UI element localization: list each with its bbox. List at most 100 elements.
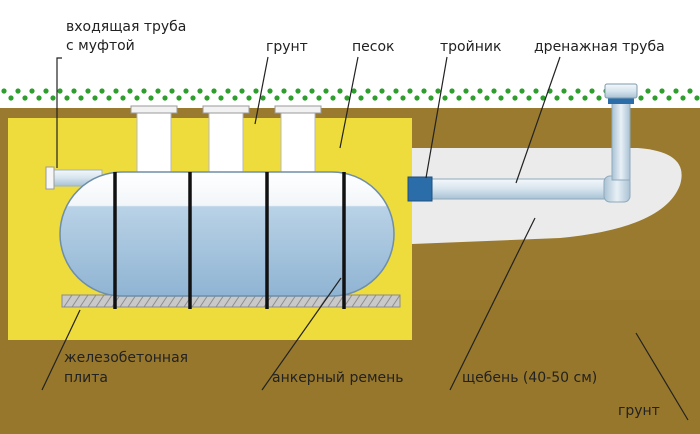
grass-dot [225,88,231,94]
grass-dot [442,95,448,101]
grass-dot [274,95,280,101]
slab-hatch-line [231,294,241,308]
grass-dot [197,88,203,94]
slab-hatch-line [175,294,185,308]
grass-dot [120,95,126,101]
grass-dot [211,88,217,94]
grass-dot [379,88,385,94]
slab-hatch-line [95,294,105,308]
label-gravel: щебень (40-50 см) [462,370,598,386]
grass-dot [71,88,77,94]
slab-hatch-line [87,294,97,308]
grass-dot [533,88,539,94]
grass-dot [421,88,427,94]
slab-hatch-line [375,294,385,308]
grass-dot [351,88,357,94]
label-concrete-slab-line2: плита [64,370,108,386]
grass-dot [309,88,315,94]
slab-hatch-line [191,294,201,308]
slab-hatch-line [143,294,153,308]
slab-hatch-line [367,294,377,308]
grass-dot [281,88,287,94]
grass-dot [554,95,560,101]
grass-dot [638,95,644,101]
grass-dot [204,95,210,101]
label-drain-pipe: дренажная труба [534,39,665,55]
slab-hatch-line [279,294,289,308]
grass-dot [99,88,105,94]
grass-dot [568,95,574,101]
grass-dot [323,88,329,94]
label-sand: песок [352,39,395,55]
leader-lines [41,56,689,421]
slab-hatch-line [127,294,137,308]
grass-dot [246,95,252,101]
grass-dot [64,95,70,101]
slab-hatch-line [71,294,81,308]
grass-dots [1,88,700,101]
grass-dot [526,95,532,101]
label-anchor-strap: анкерный ремень [272,370,404,386]
label-soil-top: грунт [266,39,308,55]
grass-dot [295,88,301,94]
tee-fitting [407,176,433,202]
grass-dot [561,88,567,94]
grass-dot [92,95,98,101]
grass-dot [358,95,364,101]
grass-dot [666,95,672,101]
riser-2 [202,105,250,175]
grass-dot [50,95,56,101]
grass-dot [316,95,322,101]
slab-hatch-line [359,294,369,308]
slab-hatch-line [311,294,321,308]
anchor-straps [113,172,346,309]
grass-dot [477,88,483,94]
drain-pipe [429,178,615,200]
slab-hatch-line [303,294,313,308]
grass-dot [428,95,434,101]
slab-hatch-line [239,294,249,308]
grass-dot [505,88,511,94]
grass-dot [267,88,273,94]
grass-dot [22,95,28,101]
label-tee: тройник [440,39,502,55]
slab-hatch-line [79,294,89,308]
grass-dot [239,88,245,94]
grass-dot [36,95,42,101]
grass-dot [673,88,679,94]
grass-dot [470,95,476,101]
grass-dot [589,88,595,94]
grass-dot [365,88,371,94]
slab-hatch-line [215,294,225,308]
grass-dot [190,95,196,101]
vent-cap [604,83,638,99]
grass-dot [484,95,490,101]
grass-dot [162,95,168,101]
slab-hatch-line [151,294,161,308]
grass-dot [456,95,462,101]
slab-hatch-line [207,294,217,308]
grass-dot [176,95,182,101]
slab-hatch-line [63,294,73,308]
slab-hatch-line [271,294,281,308]
grass-dot [288,95,294,101]
grass-dot [512,95,518,101]
grass-dot [645,88,651,94]
slab-hatch-line [103,294,113,308]
grass-dot [85,88,91,94]
slab-hatch-line [295,294,305,308]
slab-hatch-line [135,294,145,308]
slab-hatch-line [223,294,233,308]
grass-dot [148,95,154,101]
grass-dot [435,88,441,94]
inlet-coupling [45,166,55,190]
slab-hatch-line [327,294,337,308]
grass-dot [260,95,266,101]
vent-cap-collar [608,96,634,104]
grass-dot [393,88,399,94]
slab-hatch-line [159,294,169,308]
grass-dot [155,88,161,94]
grass-dot [253,88,259,94]
